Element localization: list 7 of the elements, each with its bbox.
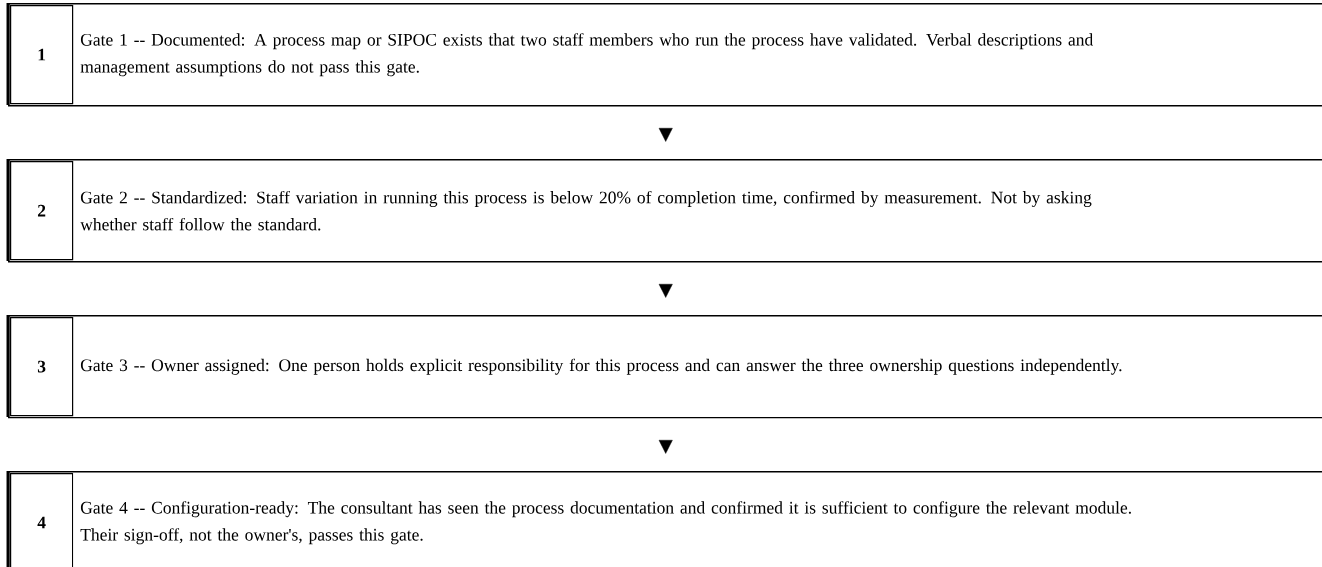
down-arrow <box>658 126 673 142</box>
number-box: 2 <box>10 161 74 261</box>
down-arrow <box>658 438 673 454</box>
down-arrow <box>658 282 673 298</box>
number-box: 3 <box>10 317 74 417</box>
number-box: 1 <box>10 5 74 105</box>
number-box: 4 <box>10 473 74 567</box>
